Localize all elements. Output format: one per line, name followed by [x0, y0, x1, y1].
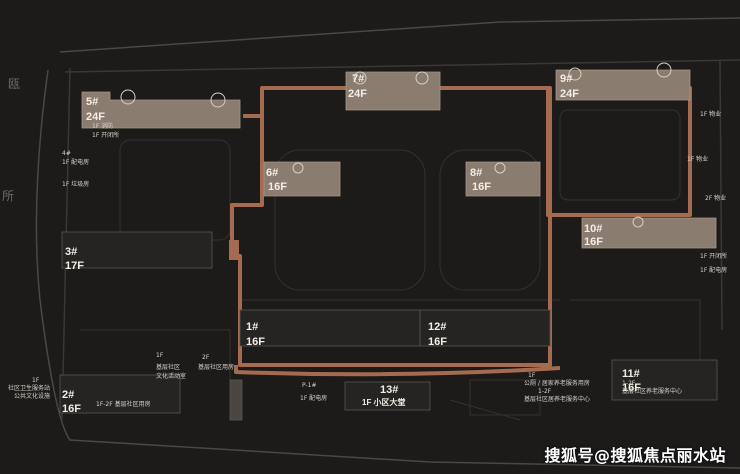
note-health-station: 社区卫生服务站: [8, 384, 50, 392]
note-p1: P-1#: [302, 382, 317, 389]
note-toilet-elderly: 公厕 / 居家养老服务用房: [524, 379, 590, 387]
building-10-floors: 16F: [584, 236, 603, 248]
building-12-number: 12#: [428, 321, 446, 333]
note-property-b: 1F 物业: [687, 155, 708, 163]
building-2-floors: 16F: [62, 403, 81, 415]
building-5-number: 5#: [86, 96, 98, 108]
note-1-2f-a: 1-2F: [538, 388, 552, 395]
note-elderly-center-a: 基层社区居养老服务中心: [524, 395, 590, 403]
note-community-room: 1F-2F 基层社区用房: [96, 400, 151, 408]
building-shapes: [81, 69, 717, 249]
edge-label-top-left: 瓯: [8, 77, 20, 91]
building-8-number: 8#: [470, 167, 482, 179]
note-power-room-south: 1F 配电房: [300, 394, 327, 402]
edge-label-left: 所: [2, 189, 14, 203]
note-activity-room: 文化活动室: [156, 372, 186, 380]
building-10-number: 10#: [584, 223, 602, 235]
building-9-number: 9#: [560, 73, 572, 85]
route-segment: [229, 240, 239, 260]
building-2-number: 2#: [62, 389, 74, 401]
note-fire: 1F 消防: [92, 122, 113, 130]
building-6-number: 6#: [266, 167, 278, 179]
note-2f: 2F: [202, 354, 210, 361]
building-11-number: 11#: [622, 368, 640, 380]
building-13-floors: 1F 小区大堂: [362, 397, 406, 407]
note-property-2f: 2F 物业: [705, 194, 726, 202]
facility-notes: 1F 消防 1F 开闭所 4# 1F 配电房 1F 垃圾房 1F 物业 1F 物…: [8, 110, 727, 408]
building-7-floors: 24F: [348, 88, 367, 100]
building-1-floors: 16F: [246, 336, 265, 348]
watermark: 搜狐号@搜狐焦点丽水站: [544, 446, 726, 465]
note-community-use: 基层社区用房: [198, 363, 234, 371]
building-labels: 5# 24F 7# 24F 9# 24F 6# 16F 8# 16F 10# 1…: [62, 73, 641, 415]
note-switch-station: 1F 开闭所: [92, 131, 119, 139]
building-3-number: 3#: [65, 246, 77, 258]
note-property-a: 1F 物业: [700, 110, 721, 118]
building-outlines: [59, 231, 718, 421]
internal-paths: [80, 109, 701, 421]
note-1f-center: 1F: [156, 352, 164, 359]
site-boundary: [35, 17, 740, 469]
note-switch-station-east: 1F 开闭所: [700, 252, 727, 260]
note-culture-facility: 公共文化设施: [14, 392, 50, 400]
building-13-number: 13#: [380, 384, 398, 396]
building-cores: [120, 62, 672, 228]
building-3-floors: 17F: [65, 260, 84, 272]
note-1f-west: 1F: [32, 377, 40, 384]
note-1-2f-b: 1-2F: [622, 380, 636, 387]
building-8-floors: 16F: [472, 181, 491, 193]
note-building-4: 4#: [62, 150, 71, 157]
building-9-floors: 24F: [560, 88, 579, 100]
building-6-floors: 16F: [268, 181, 287, 193]
building-5-floors: 24F: [86, 111, 105, 123]
building-12-floors: 16F: [428, 336, 447, 348]
note-garbage-room: 1F 垃圾房: [62, 180, 89, 188]
note-power-room-east: 1F 配电房: [700, 266, 727, 274]
building-7-number: 7#: [352, 73, 364, 85]
note-elderly-center-b: 基层社区养老服务中心: [622, 387, 682, 395]
note-community-base: 基层社区: [156, 363, 180, 371]
building-11-floors: 16F: [622, 382, 641, 394]
note-1f-south: 1F: [528, 372, 536, 379]
building-1-number: 1#: [246, 321, 258, 333]
note-power-room: 1F 配电房: [62, 158, 89, 166]
